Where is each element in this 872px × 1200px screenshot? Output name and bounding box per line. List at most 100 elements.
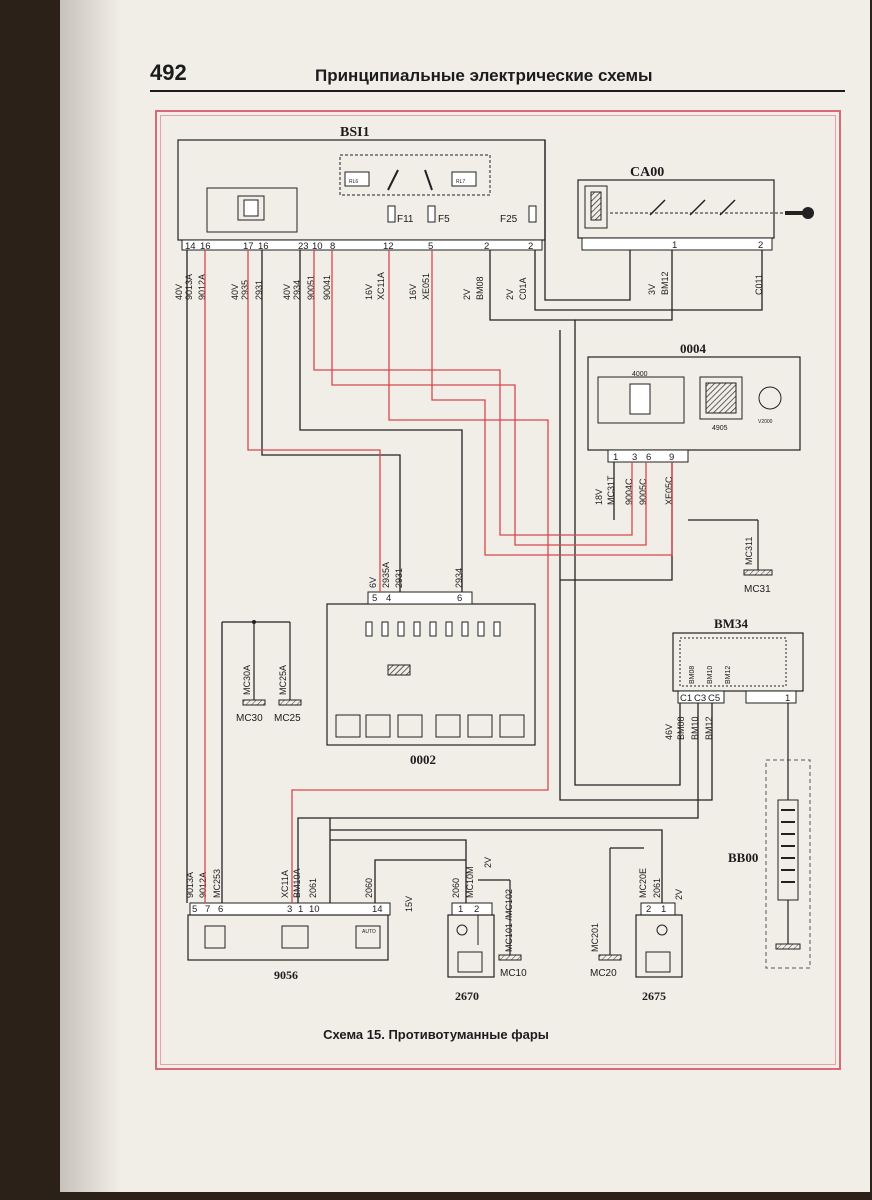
mc30-mc25-grounds (222, 620, 302, 706)
bsi1-pin: 10 (312, 241, 323, 252)
mc10-label: MC10 (500, 968, 527, 979)
c2675-fog-lamp-right (598, 847, 683, 978)
mc20-wire-label: MC201 (590, 923, 600, 952)
wire-label: MC31T (606, 475, 616, 505)
bsi1-pin: 8 (330, 241, 335, 252)
wire-label: 2931 (394, 568, 404, 588)
c9056-pin: 14 (372, 904, 383, 915)
c0004-pin: 6 (646, 452, 651, 463)
c0004-pin: 9 (669, 452, 674, 463)
wire-label: 2934 (292, 280, 302, 300)
bm34-pin: C3 (694, 693, 706, 704)
wire-label: BM12 (704, 716, 714, 740)
c0002-label: 0002 (410, 752, 436, 767)
wire-conn-label: 40V (282, 284, 292, 300)
bsi1-wire-labels: 40V 9013A 9012A 40V 2935 2931 40V 2934 9… (174, 272, 528, 300)
wire-label: MC253 (212, 869, 222, 898)
bsi1-pin: 12 (383, 241, 394, 252)
bsi1-pin: 23 (298, 241, 309, 252)
fuse-f5-label: F5 (438, 214, 450, 225)
c2670-pin: 1 (458, 904, 463, 915)
wire-label: 2060 (451, 878, 461, 898)
ca00-pin: 1 (672, 240, 677, 251)
wire-label: BM12 (660, 271, 670, 295)
wire-conn-label: 3V (647, 284, 657, 295)
relay-rl6-label: RL6 (349, 179, 358, 185)
bm34-module (672, 632, 804, 704)
bsi1-pin: 16 (200, 241, 211, 252)
wire-label: 2935 (240, 280, 250, 300)
bsi1-pin: 5 (428, 241, 433, 252)
wire-label: BM10A (292, 868, 302, 898)
wire-label: BM08 (676, 716, 686, 740)
wire-conn-label: 40V (230, 284, 240, 300)
wire-label: 9012A (198, 872, 208, 898)
mc31-ground (688, 519, 773, 576)
c9056-pin: 10 (309, 904, 320, 915)
mc30-label: MC30 (236, 713, 263, 724)
wire-conn-label: 2V (674, 889, 684, 900)
fuse-f11-label: F11 (397, 214, 414, 225)
wire-label: 90041 (322, 275, 332, 300)
wires-red (204, 250, 673, 903)
wire-label: 9005C (638, 478, 648, 505)
wire-label: BM08 (475, 276, 485, 300)
v2000-label: V2000 (758, 419, 773, 425)
mc31-wire-label: MC311 (744, 537, 754, 565)
c2670-label: 2670 (455, 989, 479, 1003)
wires-black (186, 140, 763, 903)
wire-conn-label: 16V (364, 284, 374, 300)
mc30-wire-label: MC30A (242, 665, 252, 695)
c0002-pin: 5 (372, 593, 377, 604)
wire-label: C01A (518, 277, 528, 300)
bsi1-label: BSI1 (340, 125, 370, 140)
wire-label: MC10M (465, 866, 475, 898)
wire-label: 9013A (184, 274, 194, 300)
diagram-frame (155, 110, 841, 1070)
wire-label: 9004C (624, 478, 634, 505)
wire-conn-label: 18V (594, 489, 604, 505)
ca00-pin: 2 (758, 240, 763, 251)
c2675-pin: 1 (661, 904, 666, 915)
bsi1-pin: 2 (484, 241, 489, 252)
wire-label: XC11A (280, 870, 290, 898)
ca00-ignition-switch (577, 179, 814, 251)
mc31-label: MC31 (744, 584, 771, 595)
c2670-pin: 2 (474, 904, 479, 915)
wire-conn-label: 2V (462, 289, 472, 300)
c0002-control-switch (326, 591, 536, 746)
wire-conn-label: 15V (404, 896, 414, 912)
book-page (60, 0, 870, 1192)
c9056-pin: 3 (287, 904, 292, 915)
c9056-module (187, 902, 391, 961)
wire-label: 2931 (254, 280, 264, 300)
c9056-pin: 7 (205, 904, 210, 915)
page-title: Принципиальные электрические схемы (315, 66, 653, 85)
wire-label: MC20E (638, 868, 648, 898)
c0004-pin: 1 (613, 452, 618, 463)
bsi1-pin: 17 (243, 241, 254, 252)
c0002-pin: 4 (386, 593, 391, 604)
c4000-label: 4000 (632, 371, 648, 378)
mc25-label: MC25 (274, 713, 301, 724)
wire-label: C011 (754, 274, 764, 295)
auto-label: AUTO (362, 929, 376, 935)
wire-conn-label: 16V (408, 284, 418, 300)
wire-conn-label: 2V (505, 289, 515, 300)
page-binding-shadow (60, 0, 120, 1192)
c9056-pin: 5 (192, 904, 197, 915)
bm34-label: BM34 (714, 616, 748, 631)
bm34-pin: 1 (785, 693, 790, 704)
wire-conn-label: 6V (368, 577, 378, 588)
bm34-pin: C5 (708, 693, 720, 704)
mc25-wire-label: MC25A (278, 665, 288, 695)
bm34-inner-label: BM12 (725, 666, 732, 684)
fuse-f25-label: F25 (500, 214, 518, 225)
c9056-pin: 1 (298, 904, 303, 915)
wire-label: 90051 (306, 275, 316, 300)
wire-label: XC11A (376, 272, 386, 300)
bb00-label: BB00 (728, 850, 758, 865)
c9056-pin: 6 (218, 904, 223, 915)
wire-conn-label: 2V (483, 857, 493, 868)
